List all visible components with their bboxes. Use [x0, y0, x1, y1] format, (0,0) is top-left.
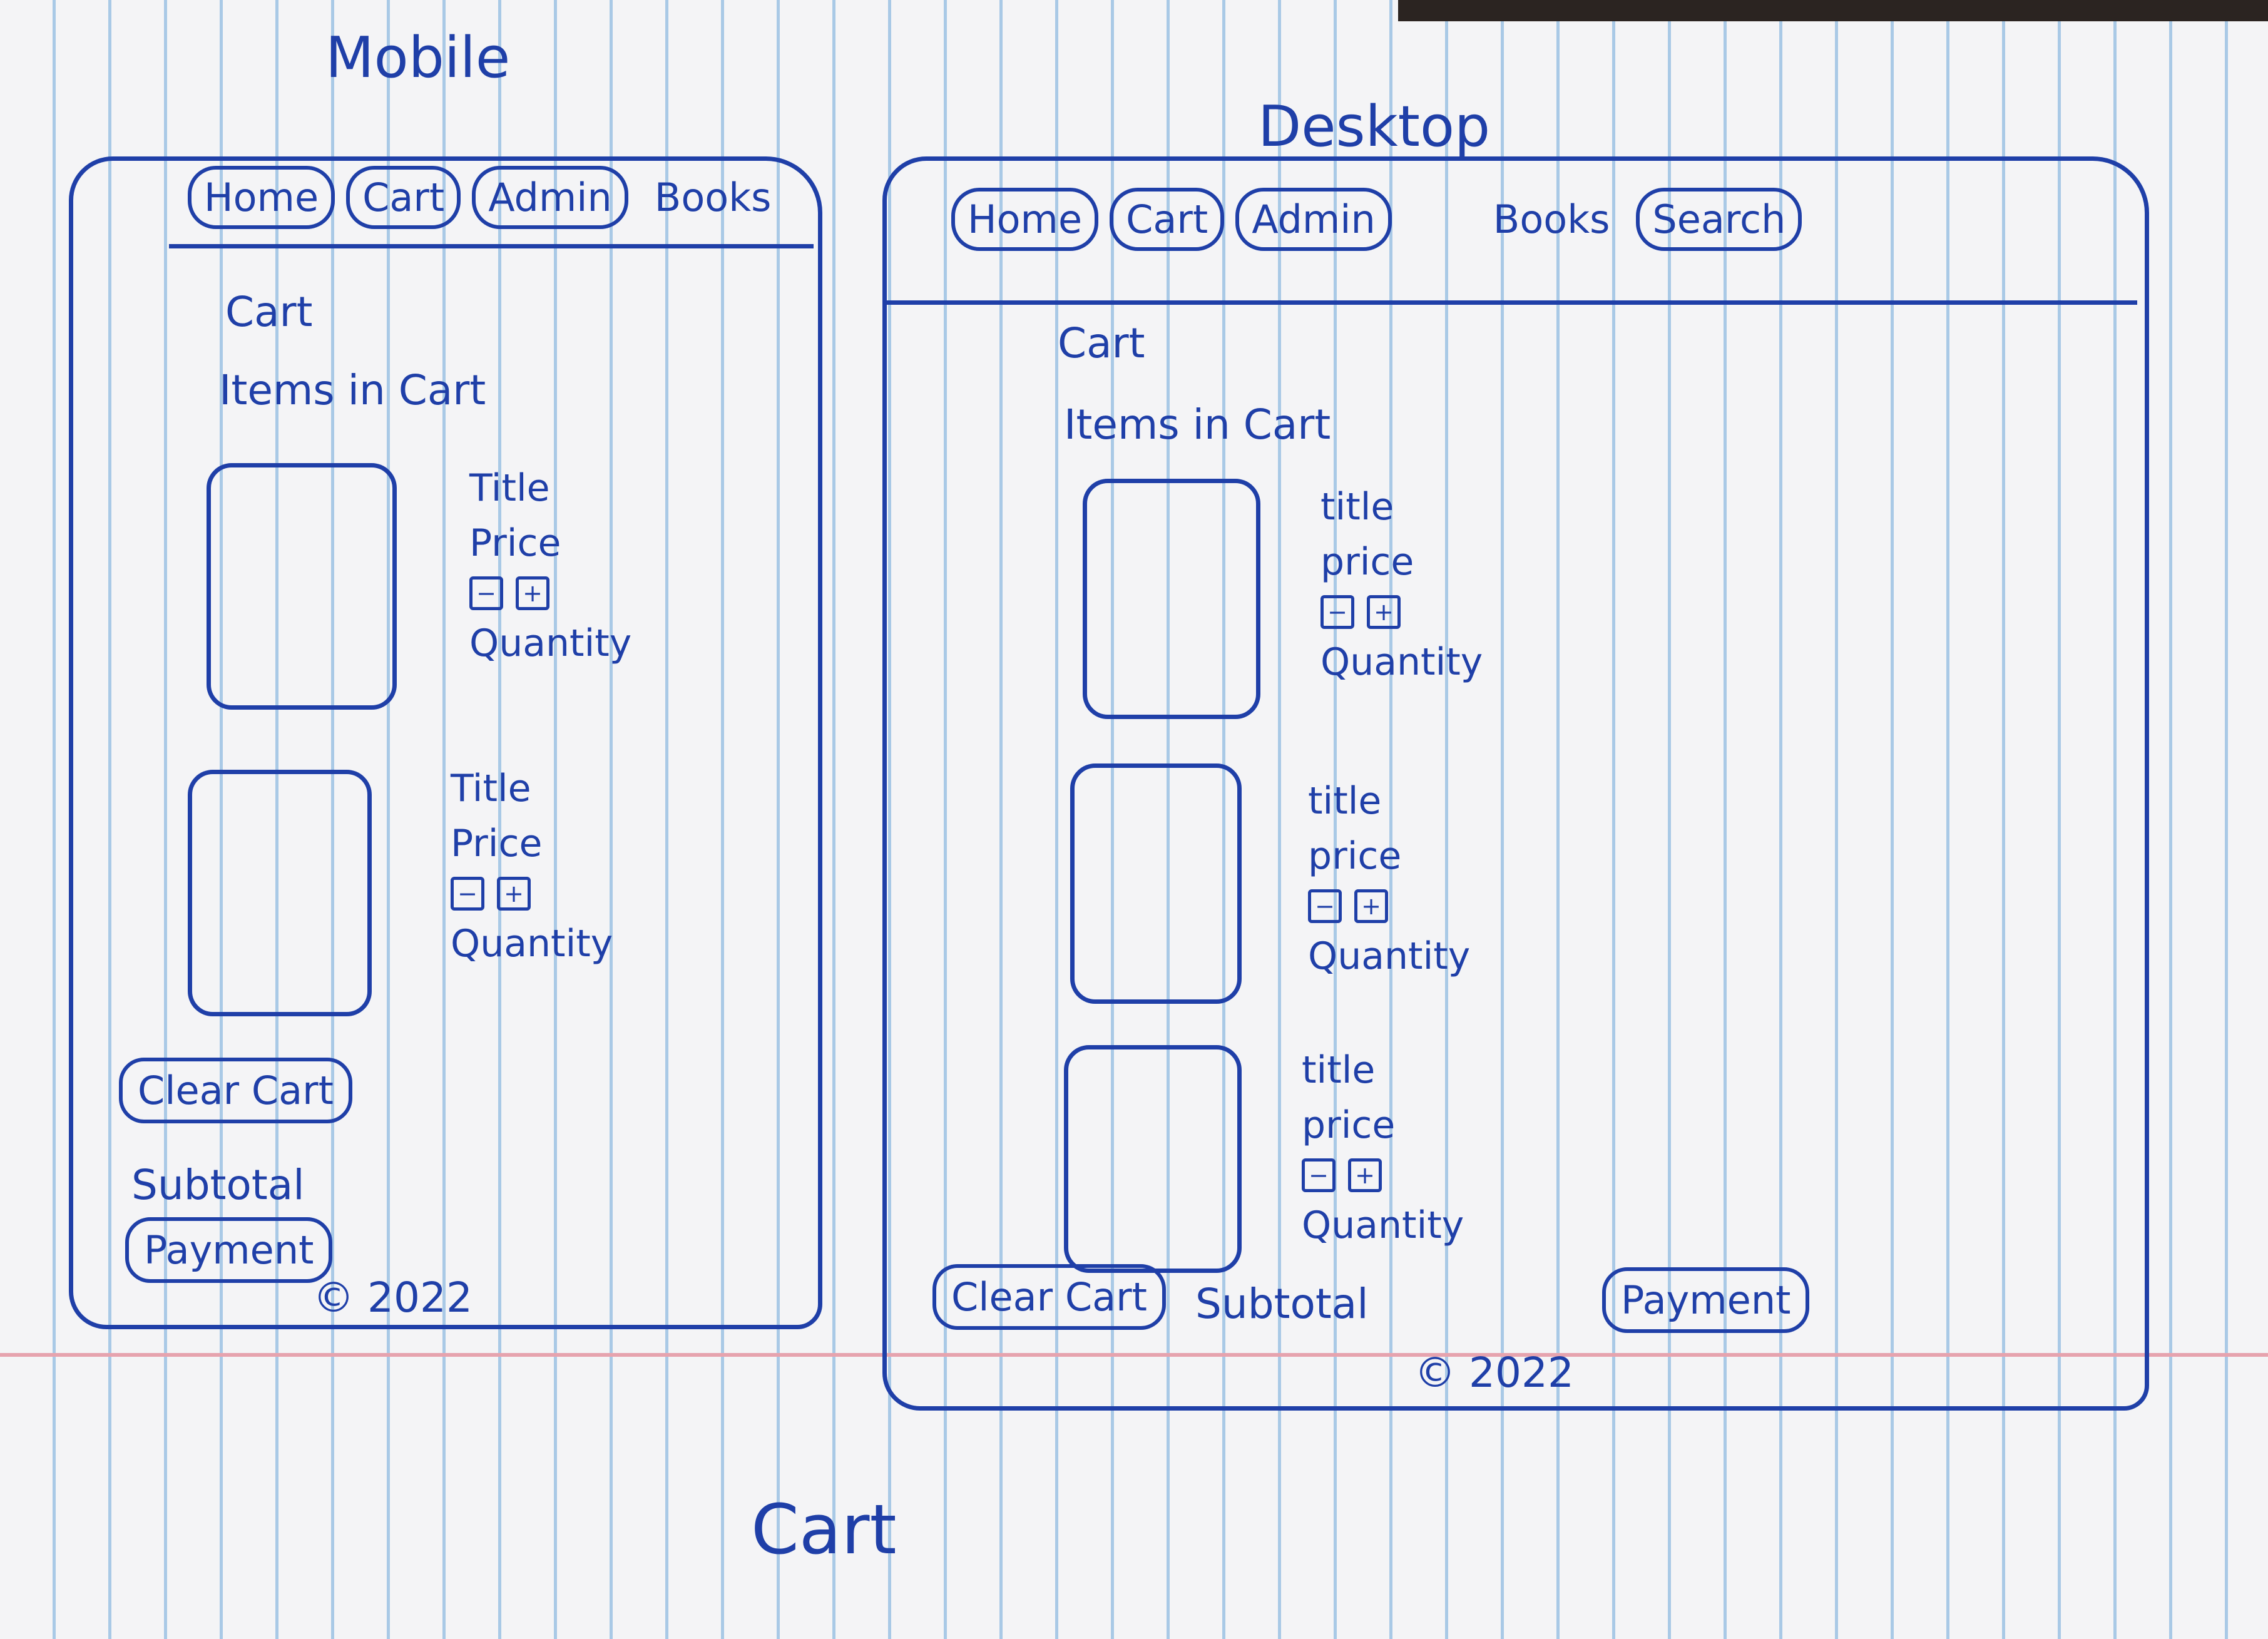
mobile-nav-divider	[169, 244, 814, 248]
desktop-nav-books[interactable]: Books	[1493, 197, 1610, 242]
mobile-item-2-price: Price	[451, 822, 543, 865]
desktop-frame	[882, 156, 2149, 1411]
desktop-nav: Home Cart Admin Books Search	[951, 188, 1802, 251]
desktop-item-2-title: title	[1308, 779, 1382, 823]
mobile-item-1-image	[207, 463, 397, 710]
desktop-clear-cart-button[interactable]: Clear Cart	[932, 1264, 1166, 1330]
desktop-nav-divider	[886, 300, 2137, 305]
desktop-item-1-qty-controls: − +	[1320, 595, 1483, 629]
desktop-item-3-quantity: Quantity	[1302, 1203, 1464, 1247]
mobile-payment-button[interactable]: Payment	[125, 1217, 333, 1283]
desktop-item-1-title: title	[1320, 485, 1394, 529]
desktop-item-3-plus-button[interactable]: +	[1348, 1158, 1382, 1192]
desktop-item-3-minus-button[interactable]: −	[1302, 1158, 1336, 1192]
desktop-item-1-details: title price − + Quantity	[1320, 485, 1483, 684]
mobile-nav: Home Cart Admin Books	[188, 166, 786, 229]
mobile-section-title: Items in Cart	[219, 366, 486, 414]
mobile-item-1-price: Price	[469, 521, 561, 565]
mobile-nav-admin[interactable]: Admin	[472, 166, 628, 229]
mobile-item-2-details: Title Price − + Quantity	[451, 767, 613, 966]
mobile-footer: © 2022	[313, 1274, 472, 1322]
desktop-item-2-plus-button[interactable]: +	[1354, 889, 1388, 923]
desktop-nav-admin[interactable]: Admin	[1235, 188, 1392, 251]
desktop-item-1-plus-button[interactable]: +	[1367, 595, 1401, 629]
margin-line	[0, 1353, 2268, 1357]
desktop-page-title: Cart	[1058, 319, 1145, 367]
desktop-footer: © 2022	[1414, 1349, 1574, 1397]
desktop-item-3-title: title	[1302, 1048, 1376, 1092]
desktop-item-3-price: price	[1302, 1103, 1396, 1147]
mobile-page-title: Cart	[225, 288, 313, 336]
mobile-item-2-image	[188, 770, 372, 1016]
mobile-item-2-title: Title	[451, 767, 531, 810]
mobile-clear-cart-button[interactable]: Clear Cart	[119, 1058, 352, 1123]
mobile-item-1-plus-button[interactable]: +	[516, 576, 549, 610]
desktop-nav-home[interactable]: Home	[951, 188, 1099, 251]
mobile-item-2-plus-button[interactable]: +	[497, 877, 531, 911]
mobile-nav-books[interactable]: Books	[654, 175, 772, 220]
desktop-payment-button[interactable]: Payment	[1602, 1267, 1810, 1333]
desktop-item-1-image	[1083, 479, 1260, 719]
mobile-item-2-qty-controls: − +	[451, 877, 613, 911]
desktop-item-3-qty-controls: − +	[1302, 1158, 1464, 1192]
desktop-item-2-price: price	[1308, 834, 1402, 878]
mobile-heading: Mobile	[325, 25, 511, 91]
desktop-subtotal: Subtotal	[1195, 1280, 1369, 1328]
desktop-search-button[interactable]: Search	[1636, 188, 1802, 251]
mobile-item-1-quantity: Quantity	[469, 621, 632, 665]
desktop-item-3-details: title price − + Quantity	[1302, 1048, 1464, 1247]
mobile-frame	[69, 156, 822, 1329]
desktop-item-2-minus-button[interactable]: −	[1308, 889, 1342, 923]
desktop-nav-cart[interactable]: Cart	[1110, 188, 1225, 251]
desktop-section-title: Items in Cart	[1064, 401, 1331, 449]
desktop-item-1-minus-button[interactable]: −	[1320, 595, 1354, 629]
mobile-subtotal: Subtotal	[131, 1161, 305, 1209]
background-corner	[1398, 0, 2268, 21]
mobile-nav-home[interactable]: Home	[188, 166, 335, 229]
mobile-item-1-qty-controls: − +	[469, 576, 631, 610]
desktop-item-1-price: price	[1320, 540, 1414, 584]
desktop-item-1-quantity: Quantity	[1320, 640, 1483, 684]
desktop-item-3-image	[1064, 1045, 1242, 1273]
desktop-item-2-image	[1070, 763, 1242, 1004]
mobile-item-1-minus-button[interactable]: −	[469, 576, 503, 610]
mobile-item-1-details: Title Price − + Quantity	[469, 466, 631, 665]
mobile-nav-cart[interactable]: Cart	[346, 166, 461, 229]
desktop-item-2-quantity: Quantity	[1308, 934, 1471, 978]
mobile-item-2-quantity: Quantity	[451, 922, 613, 966]
sketch-caption: Cart	[751, 1489, 897, 1570]
mobile-item-2-minus-button[interactable]: −	[451, 877, 484, 911]
desktop-heading: Desktop	[1258, 94, 1491, 160]
mobile-item-1-title: Title	[469, 466, 550, 510]
desktop-item-2-details: title price − + Quantity	[1308, 779, 1470, 978]
desktop-item-2-qty-controls: − +	[1308, 889, 1470, 923]
